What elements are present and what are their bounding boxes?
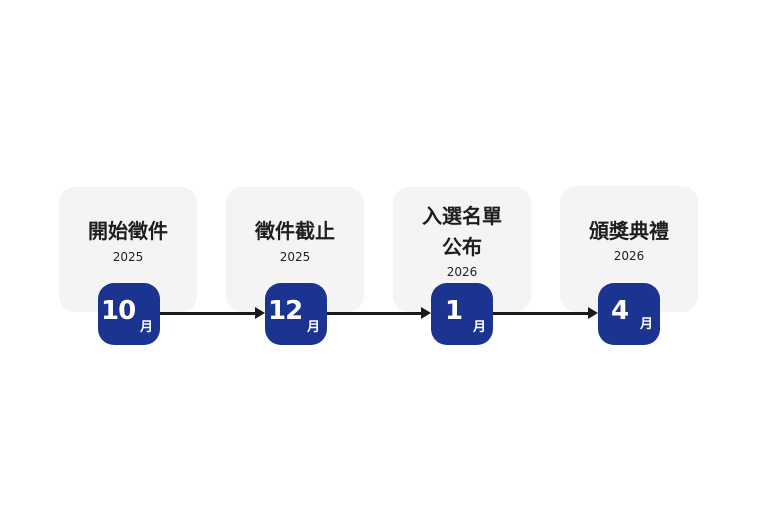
step-card-deadline: 徵件截止 2025: [226, 187, 364, 312]
arrow-right-icon: [588, 307, 598, 319]
month-number: 12: [268, 296, 303, 326]
month-unit: 月: [140, 320, 154, 335]
arrow-right-icon: [255, 307, 265, 319]
month-badge: 1 月: [431, 283, 493, 345]
month-unit: 月: [307, 320, 321, 335]
step-card-ceremony: 頒獎典禮 2026: [560, 186, 698, 312]
arrow-right-icon: [421, 307, 431, 319]
connector-line: [327, 312, 423, 315]
step-year: 2026: [613, 249, 645, 263]
month-unit: 月: [640, 317, 654, 332]
month-number: 10: [101, 296, 136, 326]
month-unit: 月: [473, 320, 487, 335]
connector-line: [160, 312, 257, 315]
step-card-announce: 入選名單 公布 2026: [393, 187, 531, 312]
month-badge: 10 月: [98, 283, 160, 345]
step-year: 2025: [279, 250, 311, 264]
step-year: 2026: [446, 265, 478, 279]
step-title: 頒獎典禮: [589, 219, 669, 243]
step-title-line2: 公布: [442, 235, 482, 259]
step-title-line1: 入選名單: [422, 204, 502, 228]
step-title: 徵件截止: [255, 219, 335, 243]
connector-line: [493, 312, 590, 315]
month-number: 4: [611, 296, 629, 326]
step-year: 2025: [112, 250, 144, 264]
month-badge: 4 月: [598, 283, 660, 345]
step-title: 開始徵件: [88, 219, 168, 243]
month-badge: 12 月: [265, 283, 327, 345]
month-number: 1: [445, 296, 463, 326]
